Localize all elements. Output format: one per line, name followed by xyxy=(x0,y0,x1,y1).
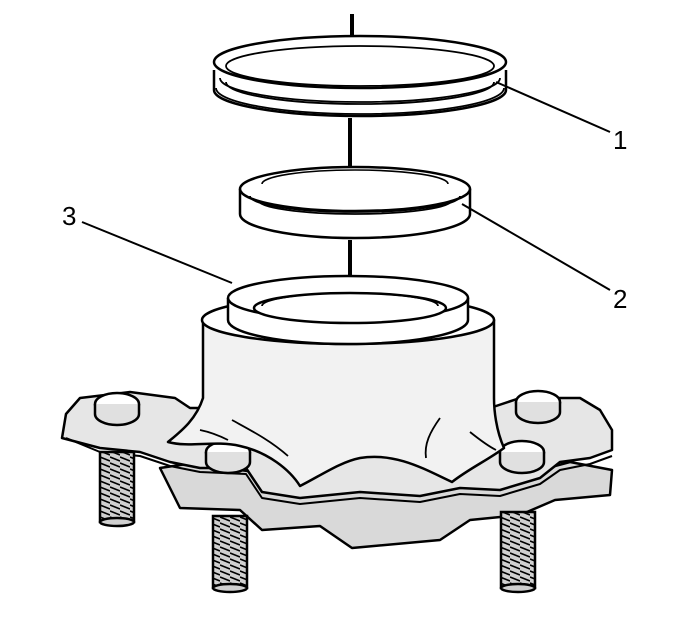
leader-line-1 xyxy=(495,81,611,133)
stud-head xyxy=(93,391,141,427)
leader-line-3 xyxy=(81,221,233,284)
bearing-ring xyxy=(238,165,472,240)
callout-label-3: 3 xyxy=(62,201,77,231)
stud-head xyxy=(498,439,546,475)
stud-head xyxy=(514,389,562,425)
leader-line-2 xyxy=(461,203,611,291)
callout-label-2: 2 xyxy=(613,284,628,314)
callout-label-1: 1 xyxy=(613,125,628,155)
wheel-stud xyxy=(211,514,249,594)
wheel-stud xyxy=(98,450,136,528)
bearing-race xyxy=(226,274,470,346)
wheel-stud xyxy=(499,510,537,594)
seal-ring xyxy=(212,34,508,118)
